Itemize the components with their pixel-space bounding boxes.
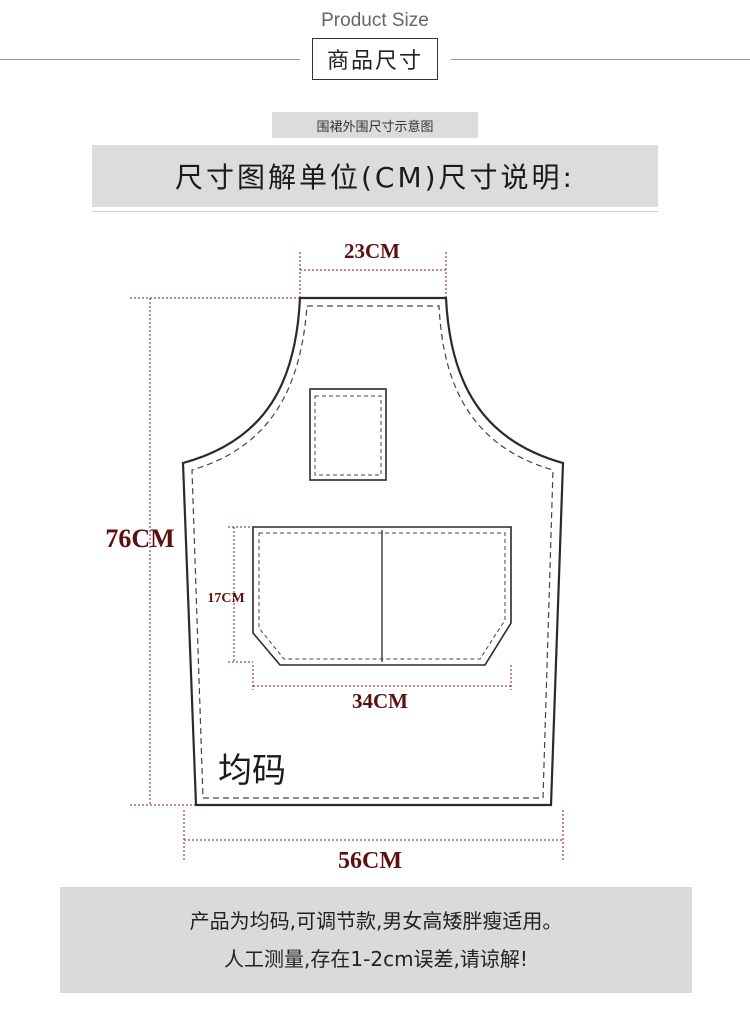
banner-divider — [92, 211, 658, 212]
bottom-width-label: 56CM — [338, 848, 402, 874]
chest-pocket — [309, 388, 387, 481]
diagram-caption: 围裙外围尺寸示意图 — [272, 112, 478, 138]
front-pocket-stitching — [258, 532, 506, 660]
total-length-label: 76CM — [105, 524, 174, 553]
apron-outline — [181, 296, 565, 807]
size-explanation-banner: 尺寸图解单位(CM)尺寸说明: — [92, 145, 658, 207]
pocket-width-label: 34CM — [352, 689, 408, 713]
apron-stitching — [191, 305, 554, 799]
pocket-width-guide — [252, 665, 512, 690]
header-title-cn: 商品尺寸 — [312, 38, 438, 80]
pocket-height-guide — [228, 526, 253, 663]
front-pocket — [252, 526, 512, 666]
note-line-2: 人工测量,存在1-2cm误差,请谅解! — [224, 947, 528, 971]
total-length-guide — [130, 297, 300, 806]
notes-panel: 产品为均码,可调节款,男女高矮胖瘦适用。 人工测量,存在1-2cm误差,请谅解! — [60, 887, 692, 993]
neck-width-label: 23CM — [344, 239, 400, 263]
header-divider-right — [451, 59, 750, 60]
chest-pocket-stitching — [314, 395, 382, 476]
pocket-height-label: 17CM — [207, 591, 244, 606]
size-tag: 均码 — [218, 751, 286, 791]
bottom-width-guide — [183, 810, 564, 860]
header-title-en: Product Size — [321, 10, 429, 31]
note-line-1: 产品为均码,可调节款,男女高矮胖瘦适用。 — [189, 909, 563, 933]
neck-width-guide — [299, 252, 447, 298]
header-divider-left — [0, 59, 300, 60]
